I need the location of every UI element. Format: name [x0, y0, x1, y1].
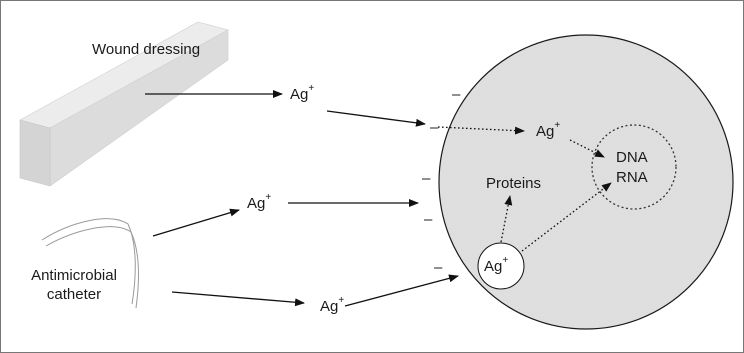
arrow-ion-to-cell-3 [344, 274, 459, 307]
silver-ion-intracellular: Ag+ [536, 120, 561, 140]
ion-charge: + [265, 192, 272, 203]
catheter-tube-2 [45, 226, 139, 309]
membrane-charge: – [430, 119, 439, 136]
membrane-charge: – [452, 86, 461, 103]
ion-charge: + [502, 255, 509, 266]
silver-ion-catheter-upper: Ag+ [247, 192, 272, 212]
intracellular-ion-bubble [477, 242, 525, 290]
silver-ion-catheter-lower: Ag+ [320, 295, 345, 315]
wound-dressing-label: Wound dressing [92, 41, 201, 58]
silver-ion-dressing: Ag+ [290, 83, 315, 103]
nucleus-outline [591, 124, 677, 210]
proteins-label: Proteins [486, 175, 542, 192]
arrow-catheter-to-ion-1 [152, 208, 240, 237]
arrow-catheter-to-ion-2 [171, 291, 305, 307]
wound-dressing-graphic [19, 21, 229, 187]
arrow-bubble-to-rna [521, 182, 612, 252]
release-arrows [145, 90, 459, 307]
antimicrobial-catheter-label: Antimicrobial catheter [12, 268, 136, 302]
arrow-ion-to-cell-1 [326, 110, 426, 127]
membrane-charge: – [434, 259, 443, 276]
catheter-label-line-1: Antimicrobial [31, 267, 117, 284]
silver-ion-bubble: Ag+ [484, 255, 509, 275]
catheter-label-line-2: catheter [46, 286, 102, 303]
membrane-charge: – [422, 170, 431, 187]
dna-label: DNA [616, 149, 648, 166]
catheter-tube-1 [41, 218, 136, 305]
ion-symbol: Ag [320, 298, 339, 315]
rna-label: RNA [616, 169, 648, 186]
ion-symbol: Ag [536, 123, 555, 140]
dressing-front-face [19, 119, 51, 187]
ion-symbol: Ag [247, 195, 266, 212]
ion-charge: + [338, 295, 345, 306]
ion-charge: + [554, 120, 561, 131]
pathway-arrows [437, 126, 612, 252]
ion-symbol: Ag [484, 258, 503, 275]
ion-charge: + [308, 83, 315, 94]
membrane-charge: – [424, 211, 433, 228]
ion-symbol: Ag [290, 86, 309, 103]
cell [438, 34, 734, 330]
catheter-graphic [41, 218, 139, 309]
